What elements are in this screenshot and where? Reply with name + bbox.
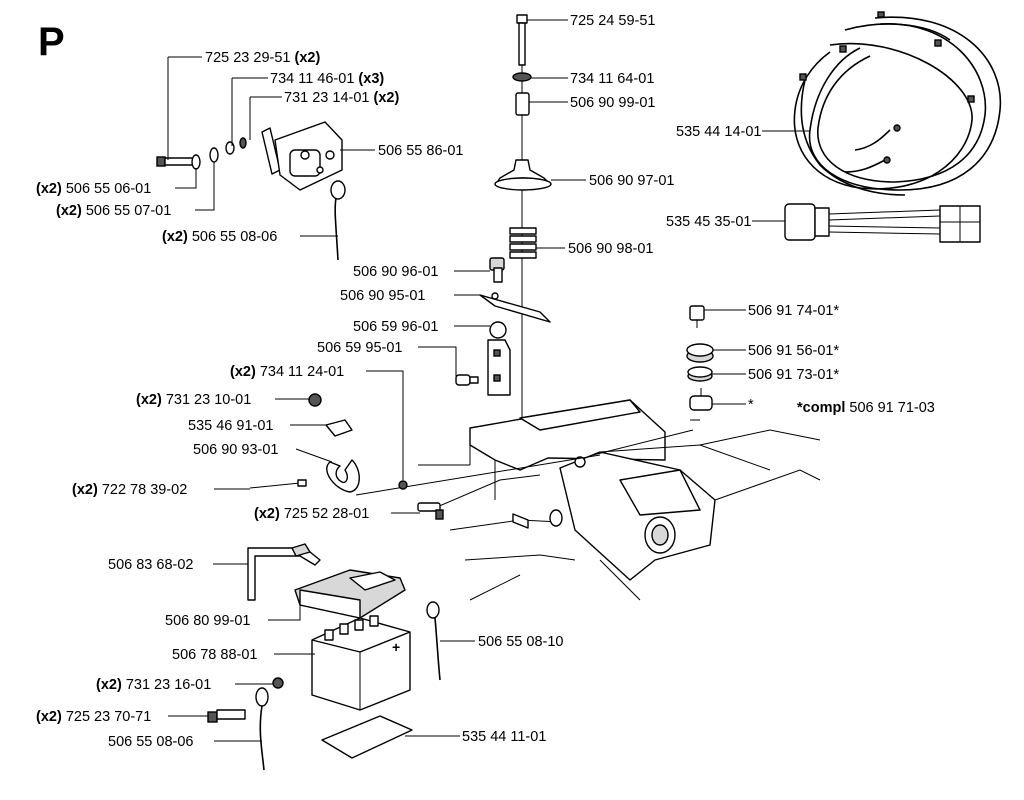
callout-label: 535 45 35-01 xyxy=(666,214,751,230)
callout-label: 734 11 46-01 (x3) xyxy=(270,71,384,87)
bracket-hardware-drawing xyxy=(249,393,444,520)
callout-label: (x2) 722 78 39-02 xyxy=(72,482,187,498)
callout-label: 535 44 14-01 xyxy=(676,124,761,140)
callout-label: 506 55 08-10 xyxy=(478,634,563,650)
connector-drawing xyxy=(784,203,981,243)
callout-label: (x2) 725 52 28-01 xyxy=(254,506,369,522)
callout-label: (x2) 506 55 06-01 xyxy=(36,181,151,197)
callout-label: 506 83 68-02 xyxy=(108,557,193,573)
callout-label: (x2) 731 23 10-01 xyxy=(136,392,251,408)
battery-assembly-drawing: + xyxy=(207,543,441,771)
callout-label: 725 23 29-51 (x2) xyxy=(205,50,320,66)
callout-label: 506 91 74-01* xyxy=(748,303,839,319)
callout-label: (x2) 731 23 16-01 xyxy=(96,677,211,693)
callout-label: (x2) 725 23 70-71 xyxy=(36,709,151,725)
callout-label: * xyxy=(748,397,754,413)
ignition-switch-drawing xyxy=(686,305,714,411)
complete-kit-note: *compl 506 91 71-03 xyxy=(797,400,935,416)
callout-label: 506 90 96-01 xyxy=(353,264,438,280)
callout-label: 734 11 64-01 xyxy=(570,71,654,87)
page-letter: P xyxy=(38,20,65,64)
callout-label: 506 90 95-01 xyxy=(340,288,425,304)
gear-lever-assembly-drawing xyxy=(455,14,552,430)
callout-label: 506 59 95-01 xyxy=(317,340,402,356)
solenoid-relay-drawing xyxy=(156,121,346,261)
callout-label: 506 59 96-01 xyxy=(353,319,438,335)
callout-label: 535 46 91-01 xyxy=(188,418,273,434)
callout-label: 535 44 11-01 xyxy=(462,729,546,745)
callout-label: (x2) 734 11 24-01 xyxy=(230,364,344,380)
callout-label: 506 90 97-01 xyxy=(589,173,674,189)
callout-label: 506 90 93-01 xyxy=(193,442,278,458)
chassis-frame-drawing xyxy=(355,399,821,601)
callout-label: 506 55 08-06 xyxy=(108,734,193,750)
callout-label: 506 80 99-01 xyxy=(165,613,250,629)
callout-label: 506 90 99-01 xyxy=(570,95,655,111)
callout-label: (x2) 506 55 08-06 xyxy=(162,229,277,245)
callout-label: 506 91 73-01* xyxy=(748,367,839,383)
svg-text:+: + xyxy=(392,639,400,655)
callout-label: 731 23 14-01 (x2) xyxy=(284,90,399,106)
callout-label: 725 24 59-51 xyxy=(570,13,655,29)
wiring-harness-drawing xyxy=(793,11,1002,196)
callout-label: 506 91 56-01* xyxy=(748,343,839,359)
leader-lines xyxy=(167,19,810,742)
callout-label: (x2) 506 55 07-01 xyxy=(56,203,171,219)
callout-label: 506 55 86-01 xyxy=(378,143,463,159)
callout-labels: 725 24 59-51 734 11 64-01 506 90 99-01 5… xyxy=(36,13,935,750)
callout-label: 506 90 98-01 xyxy=(568,241,653,257)
callout-label: 506 78 88-01 xyxy=(172,647,257,663)
